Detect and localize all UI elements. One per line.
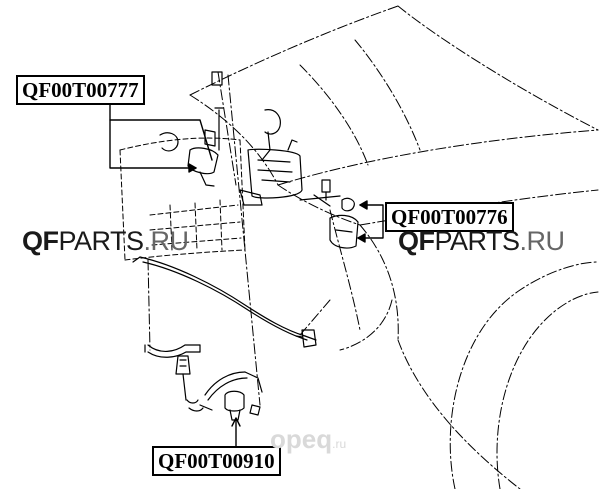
watermark-right-brand: QF: [398, 226, 435, 256]
part-label-qf00t00776: QF00T00776: [385, 202, 514, 232]
watermark-left-brand: QF: [22, 226, 59, 256]
callout-lines: [109, 99, 384, 449]
nozzle: [175, 355, 204, 412]
sensor-assembly: [199, 371, 263, 421]
hood-outline: [189, 5, 599, 186]
washer-hose: [132, 256, 317, 341]
leader-lines: [147, 71, 331, 406]
watermark-left-rest: PARTS: [58, 226, 145, 256]
callout-arrowheads: [188, 163, 368, 243]
faint-logo-tld: .ru: [332, 437, 347, 451]
faint-logo-name: ореq: [270, 424, 333, 454]
bracket-assembly: [299, 179, 359, 249]
watermark-right: QFPARTS.RU: [398, 226, 565, 257]
hose-connector: [295, 329, 317, 348]
watermark-right-rest: PARTS: [434, 226, 521, 256]
lower-pipe: [144, 344, 201, 358]
faint-logo: ореq.ru: [270, 424, 346, 455]
watermark-right-tld: .RU: [519, 226, 566, 256]
watermark-left-tld: .RU: [143, 226, 190, 256]
part-label-qf00t00910: QF00T00910: [152, 446, 281, 476]
watermark-left: QFPARTS.RU: [22, 226, 189, 257]
part-label-qf00t00777: QF00T00777: [16, 75, 145, 105]
washer-reservoir: [239, 109, 303, 206]
